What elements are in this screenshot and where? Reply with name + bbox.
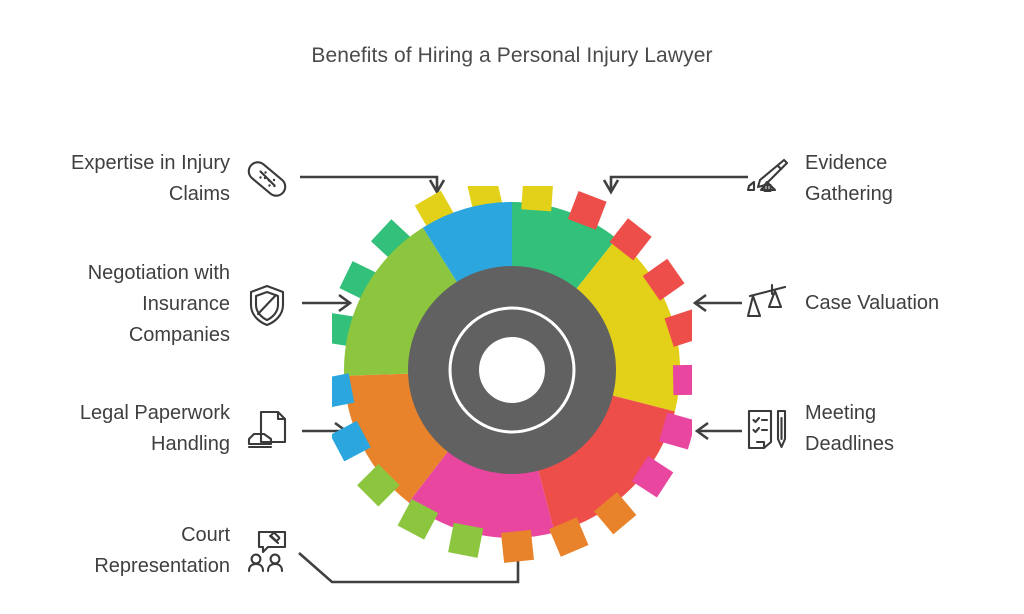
bandage-icon: [244, 156, 290, 202]
label-negotiation-with-insurance-companies[interactable]: Negotiation with Insurance Companies: [0, 258, 290, 351]
label-court-representation[interactable]: Court Representation: [0, 520, 290, 582]
page-title: Benefits of Hiring a Personal Injury Law…: [311, 44, 713, 67]
checklist-pen-icon: [745, 406, 791, 452]
gear-segment-court-representation: [408, 364, 692, 538]
label-legal-paperwork-handling[interactable]: Legal Paperwork Handling: [0, 398, 290, 460]
gear-segment-legal-paperwork: [344, 373, 637, 563]
label-expertise-in-injury-claims[interactable]: Expertise in Injury Claims: [0, 148, 290, 210]
label-paperwork-text: Legal Paperwork Handling: [79, 402, 230, 455]
label-expertise-text: Expertise in Injury Claims: [71, 152, 230, 205]
gear-segment-meeting-deadlines: [538, 190, 692, 533]
gear-segment-expertise: [332, 202, 512, 462]
gavel-people-icon: [244, 528, 290, 574]
label-valuation-text: Case Valuation: [805, 291, 940, 314]
gear-hub-center-hole: [479, 337, 545, 403]
label-deadlines-text: Meeting Deadlines: [805, 402, 894, 455]
label-meeting-deadlines[interactable]: Meeting Deadlines: [745, 398, 1024, 460]
arrowhead-valuation: [692, 293, 707, 313]
label-negotiation-text: Negotiation with Insurance Companies: [87, 262, 230, 346]
label-court-text: Court Representation: [94, 524, 230, 577]
document-stamp-icon: [244, 406, 290, 452]
gear-wheel-graphic: [332, 186, 692, 566]
scales-icon: [745, 280, 791, 326]
label-evidence-gathering[interactable]: Evidence Gathering: [745, 148, 1024, 210]
arrowhead-deadlines: [694, 421, 709, 441]
evidence-knife-icon: [745, 156, 791, 202]
label-case-valuation[interactable]: Case Valuation: [745, 280, 1024, 326]
label-evidence-text: Evidence Gathering: [805, 152, 893, 205]
gear-hub-inner-ring: [448, 306, 576, 434]
shield-icon: [244, 282, 290, 328]
